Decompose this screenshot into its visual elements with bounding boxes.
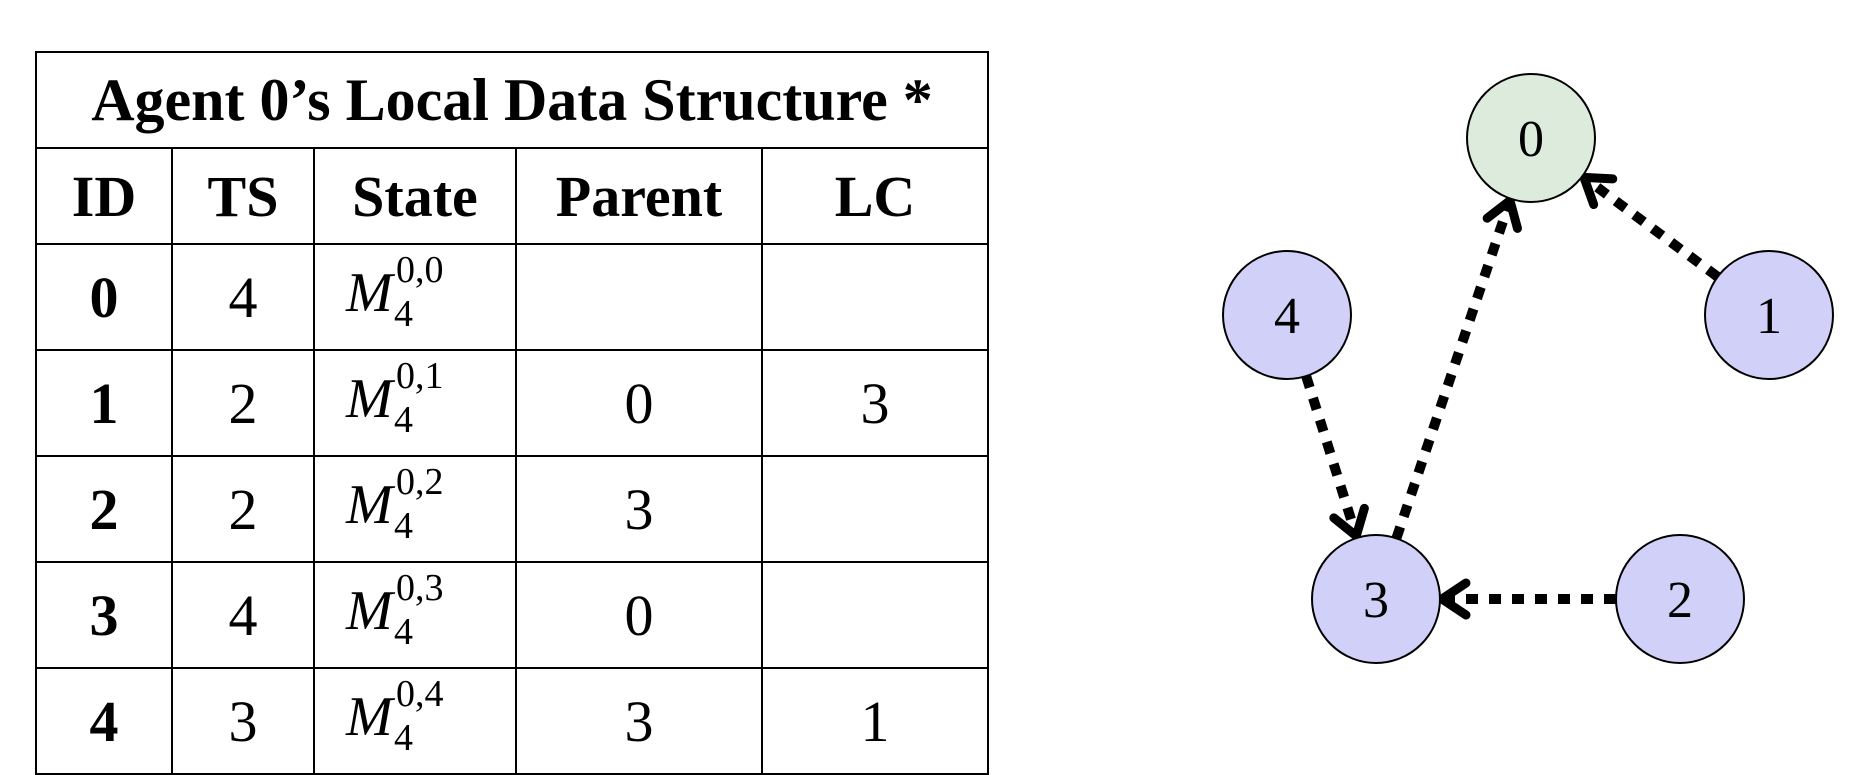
state-symbol: M [346,368,393,430]
state-superscript: 0,4 [396,673,444,715]
cell-ts: 4 [171,243,315,351]
data-structure-table: Agent 0’s Local Data Structure * ID TS S… [35,51,989,775]
cell-ts: 2 [171,349,315,457]
header-row: ID TS State Parent LC [35,147,989,245]
cell-lc [761,455,989,563]
arrowhead-2-to-3 [1437,578,1471,620]
node-label-3: 3 [1363,572,1389,629]
header-lc: LC [761,147,989,245]
node-label-4: 4 [1274,288,1300,345]
state-superscript: 0,0 [396,249,444,291]
cell-parent: 3 [515,455,763,563]
state-subscript: 4 [394,505,413,547]
edge-4-to-3 [1301,374,1360,534]
cell-ts: 4 [171,561,315,669]
state-symbol: M [346,686,393,748]
cell-id: 1 [35,349,173,457]
cell-id: 3 [35,561,173,669]
cell-id: 2 [35,455,173,563]
node-2 [1615,534,1745,664]
table-title: Agent 0’s Local Data Structure * [35,51,989,149]
cell-parent: 0 [515,561,763,669]
header-state: State [313,147,517,245]
cell-ts: 2 [171,455,315,563]
cell-lc: 3 [761,349,989,457]
state-subscript: 4 [394,611,413,653]
state-superscript: 0,1 [396,355,444,397]
arrowhead-1-to-0 [1579,172,1618,210]
state-subscript: 4 [394,717,413,759]
node-1 [1704,250,1834,380]
cell-parent: 0 [515,349,763,457]
arrowhead-4-to-3 [1329,503,1369,541]
node-label-0: 0 [1518,111,1544,168]
node-label-1: 1 [1756,288,1782,345]
header-ts: TS [171,147,315,245]
state-symbol: M [346,262,393,324]
agent-graph: 0 1 2 3 4 [1222,73,1834,664]
state-subscript: 4 [394,293,413,335]
state-superscript: 0,2 [396,461,444,503]
cell-lc [761,561,989,669]
header-parent: Parent [515,147,763,245]
state-superscript: 0,3 [396,567,444,609]
state-symbol: M [346,474,393,536]
node-label-2: 2 [1667,572,1693,629]
cell-id: 0 [35,243,173,351]
edge-3-to-0 [1391,202,1514,540]
node-0 [1466,73,1596,203]
arrowhead-3-to-0 [1482,196,1522,233]
state-subscript: 4 [394,399,413,441]
edge-1-to-0 [1584,175,1721,281]
node-4 [1222,250,1352,380]
header-id: ID [35,147,173,245]
node-3 [1311,534,1441,664]
cell-lc [761,243,989,351]
cell-parent [515,243,763,351]
state-symbol: M [346,580,393,642]
